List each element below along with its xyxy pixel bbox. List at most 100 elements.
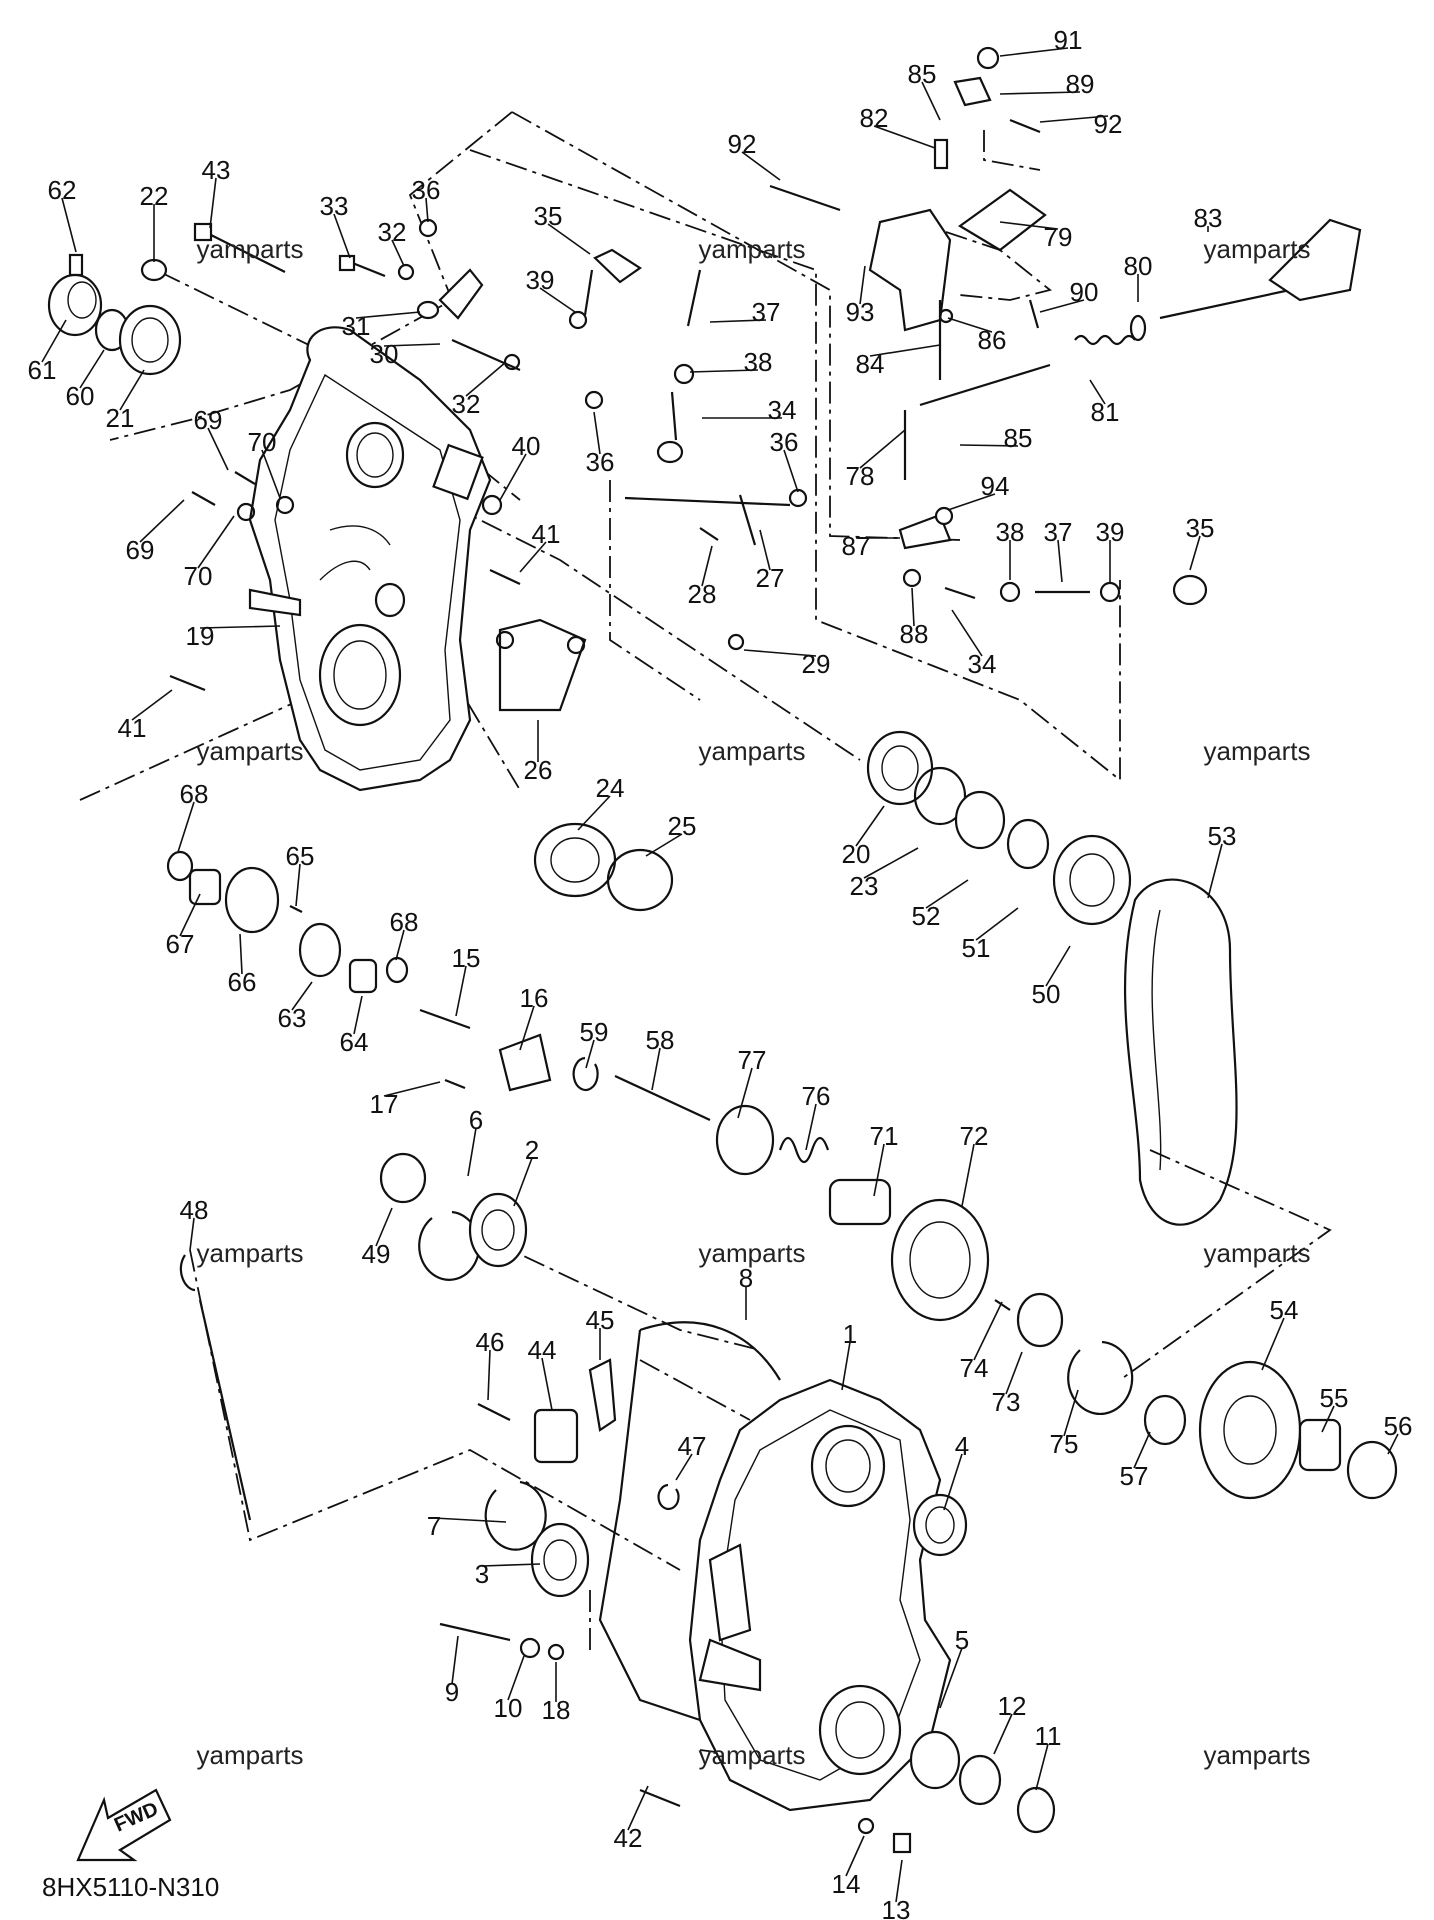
callout-leader-line xyxy=(743,649,817,657)
callout-leader-line xyxy=(199,625,281,629)
callout-number: 12 xyxy=(998,1691,1027,1721)
callout-number: 29 xyxy=(802,649,831,679)
watermark-text: yamparts xyxy=(1204,1740,1311,1770)
callout-number: 91 xyxy=(1054,25,1083,55)
watermark-text: yamparts xyxy=(197,736,304,766)
callout-number: 47 xyxy=(678,1431,707,1461)
callout-number: 25 xyxy=(668,811,697,841)
callout-leader-line xyxy=(911,587,915,627)
callout-leader-line xyxy=(627,1785,649,1831)
callout-number: 31 xyxy=(342,311,371,341)
callout-leader-line xyxy=(239,933,243,975)
fwd-arrow-icon: FWD xyxy=(76,1788,172,1862)
callout-number: 92 xyxy=(1094,109,1123,139)
callout-leader-line xyxy=(425,197,429,223)
callout-leader-line xyxy=(1045,945,1071,987)
callout-number: 66 xyxy=(228,967,257,997)
callout-leader-line xyxy=(999,47,1069,57)
callout-leader-line xyxy=(947,493,996,511)
callout-leader-line xyxy=(295,863,301,907)
callout-number: 44 xyxy=(528,1335,557,1365)
callout-leader-line xyxy=(585,1039,595,1069)
callout-leader-line xyxy=(395,929,405,961)
callout-number: 39 xyxy=(526,265,555,295)
callout-leader-line xyxy=(131,689,173,721)
callout-leader-line xyxy=(375,1207,393,1247)
callout-number: 59 xyxy=(580,1017,609,1047)
callout-leader-line xyxy=(855,805,885,847)
callout-leader-line xyxy=(859,265,866,305)
callout-leader-line xyxy=(783,449,799,493)
callout-number: 70 xyxy=(184,561,213,591)
callout-number: 52 xyxy=(912,901,941,931)
callout-number: 86 xyxy=(978,325,1007,355)
callout-leader-line xyxy=(197,515,235,569)
callout-leader-line xyxy=(465,361,507,397)
callout-number: 45 xyxy=(586,1305,615,1335)
callout-number: 65 xyxy=(286,841,315,871)
callout-leader-line xyxy=(291,981,313,1011)
callout-leader-line xyxy=(139,499,185,543)
callout-leader-line xyxy=(79,349,105,389)
callout-leader-line xyxy=(507,1655,525,1701)
callout-number: 16 xyxy=(520,983,549,1013)
callout-leader-line xyxy=(1261,1317,1285,1371)
callout-number: 72 xyxy=(960,1121,989,1151)
hardware-upper-left xyxy=(47,218,808,712)
callout-leader-line xyxy=(513,1157,533,1207)
callout-number: 38 xyxy=(744,347,773,377)
callout-number: 75 xyxy=(1050,1429,1079,1459)
callout-leader-line xyxy=(177,801,195,853)
dipstick xyxy=(179,1254,252,1521)
callout-number: 7 xyxy=(427,1511,441,1541)
callout-number: 74 xyxy=(960,1353,989,1383)
callout-leader-line xyxy=(179,893,201,937)
callout-number: 57 xyxy=(1120,1461,1149,1491)
watermark-text: yamparts xyxy=(1204,234,1311,264)
callout-leader-line xyxy=(541,1357,553,1411)
callout-number: 48 xyxy=(180,1195,209,1225)
callout-leader-line xyxy=(873,1143,885,1197)
callout-leader-line xyxy=(701,545,713,587)
callout-leader-line xyxy=(519,1005,535,1051)
callout-number: 23 xyxy=(850,871,879,901)
callout-number: 9 xyxy=(445,1677,459,1707)
callout-number: 37 xyxy=(1044,517,1073,547)
callout-number: 62 xyxy=(48,175,77,205)
callout-leader-line xyxy=(689,369,759,373)
watermark-text: yamparts xyxy=(197,1740,304,1770)
callout-number: 41 xyxy=(532,519,561,549)
callout-leader-line xyxy=(1063,1389,1079,1437)
callout-number: 46 xyxy=(476,1327,505,1357)
left-case-cover xyxy=(248,326,492,792)
callout-number: 35 xyxy=(534,201,563,231)
callout-number: 84 xyxy=(856,349,885,379)
callout-number: 32 xyxy=(378,217,407,247)
callout-number: 73 xyxy=(992,1387,1021,1417)
callout-leader-line xyxy=(539,287,576,313)
callout-leader-line xyxy=(1387,1433,1399,1455)
callout-leader-line xyxy=(993,1713,1013,1755)
watermark-text: yamparts xyxy=(699,234,806,264)
callout-number: 27 xyxy=(756,563,785,593)
watermark-text: yamparts xyxy=(699,1238,806,1268)
callout-leader-line xyxy=(41,319,67,363)
callout-number: 34 xyxy=(768,395,797,425)
callout-leader-line xyxy=(759,529,771,571)
callout-leader-line xyxy=(999,91,1081,95)
callout-leader-line xyxy=(481,1563,541,1567)
callout-leader-line xyxy=(859,429,906,469)
callout-number: 60 xyxy=(66,381,95,411)
callout-number: 36 xyxy=(586,447,615,477)
callout-leader-line xyxy=(895,1859,903,1903)
callout-leader-line xyxy=(455,965,467,1017)
callout-leader-line xyxy=(577,795,611,831)
callout-number: 87 xyxy=(842,531,871,561)
leader-line-layer xyxy=(41,47,1399,1903)
callout-leader-line xyxy=(863,847,919,879)
callout-leader-line xyxy=(547,223,591,255)
callout-leader-line xyxy=(925,879,969,909)
callout-leader-line xyxy=(207,427,229,471)
callout-number: 68 xyxy=(180,779,209,809)
callout-leader-line xyxy=(741,151,781,181)
